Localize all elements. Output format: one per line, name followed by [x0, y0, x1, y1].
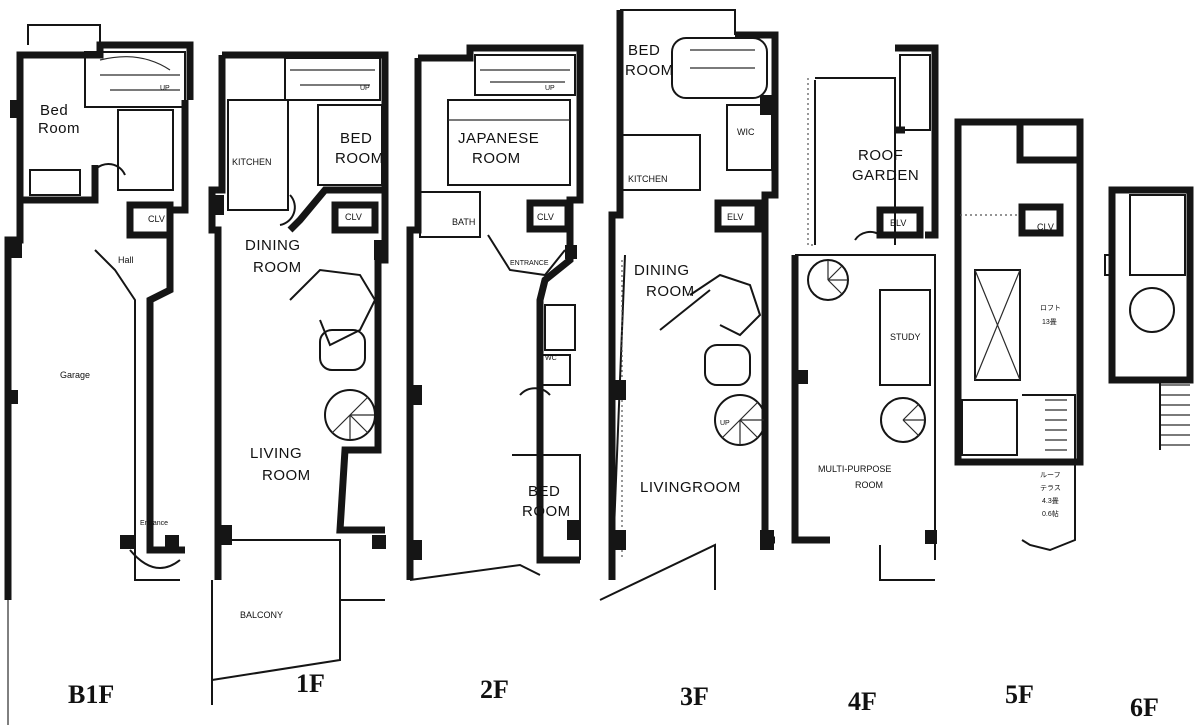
- 2f-bed-label: BED: [528, 483, 560, 500]
- floor-label-1f: 1F: [296, 669, 325, 698]
- b1f-garage-label: Garage: [60, 370, 90, 380]
- floor-5f: CLV ロフト 13畳 ルーフ テラス 4.3畳 0.6帖 5F: [954, 118, 1084, 709]
- 1f-living-room-label: ROOM: [262, 467, 311, 484]
- floor-label-4f: 4F: [848, 687, 877, 716]
- 2f-bed-room-label: ROOM: [522, 503, 571, 520]
- 1f-balcony-label: BALCONY: [240, 610, 283, 620]
- 3f-dining-label: DINING: [634, 262, 690, 279]
- floor-1f: KITCHEN BED ROOM CLV DINING ROOM LIVING …: [208, 51, 389, 705]
- floor-3f: BED ROOM WIC KITCHEN ELV DINING ROOM LIV…: [599, 9, 779, 711]
- floor-2f: JAPANESE ROOM BATH CLV ENTRANCE WC BED R…: [406, 44, 584, 704]
- floor-b1f: Bed Room CLV Hall Garage Entrance UP B1F: [4, 24, 194, 725]
- 3f-dining-room-label: ROOM: [646, 283, 695, 300]
- 3f-kitchen-label: KITCHEN: [628, 174, 668, 184]
- 5f-storage-label: ロフト: [1040, 304, 1061, 312]
- floor-label-2f: 2F: [480, 675, 509, 704]
- 2f-wc-label: WC: [545, 355, 557, 362]
- 4f-roof-label: ROOF: [858, 147, 903, 164]
- 2f-bath-label: BATH: [452, 217, 475, 227]
- 1f-living-label: LIVING: [250, 445, 302, 462]
- floor-label-3f: 3F: [680, 682, 709, 711]
- 3f-living-label: LIVINGROOM: [640, 479, 741, 496]
- b1f-room-label: Room: [38, 120, 80, 137]
- 2f-clv-label: CLV: [537, 212, 554, 222]
- 1f-dining-label: DINING: [245, 237, 301, 254]
- floor-label-6f: 6F: [1130, 693, 1159, 722]
- b1f-hall-label: Hall: [118, 255, 134, 265]
- 5f-terrace-size-label: 4.3畳: [1042, 497, 1059, 505]
- 3f-bed-room-label: ROOM: [625, 62, 674, 79]
- 2f-japanese-room-label: ROOM: [472, 150, 521, 167]
- 5f-terrace-label: ルーフ: [1040, 471, 1061, 479]
- 1f-clv-label: CLV: [345, 212, 362, 222]
- 2f-japanese-label: JAPANESE: [458, 130, 539, 147]
- 3f-wic-label: WIC: [737, 127, 755, 137]
- floor-4f: ROOF GARDEN ELV STUDY MULTI-PURPOSE ROOM…: [791, 44, 939, 716]
- floor-6f: 6F: [1104, 186, 1194, 722]
- 4f-multi-room-label: ROOM: [855, 480, 883, 490]
- b1f-entrance-label: Entrance: [140, 520, 168, 527]
- 1f-dining-room-label: ROOM: [253, 259, 302, 276]
- 3f-bed-label: BED: [628, 42, 660, 59]
- 1f-stair-label: UP: [360, 85, 370, 92]
- 4f-multi-label: MULTI-PURPOSE: [818, 464, 891, 474]
- b1f-bed-label: Bed: [40, 102, 68, 119]
- b1f-stair-label: UP: [160, 85, 170, 92]
- 5f-clv-label: CLV: [1037, 222, 1054, 232]
- 2f-entrance-label: ENTRANCE: [510, 260, 549, 267]
- 3f-elv-label: ELV: [727, 212, 743, 222]
- b1f-clv-label: CLV: [148, 214, 165, 224]
- floor-label-b1f: B1F: [68, 680, 114, 709]
- 1f-kitchen-label: KITCHEN: [232, 157, 272, 167]
- 5f-terrace-size-label-2: 0.6帖: [1042, 509, 1059, 518]
- 4f-study-label: STUDY: [890, 332, 921, 342]
- 4f-elv-label: ELV: [890, 218, 906, 228]
- floor-label-5f: 5F: [1005, 680, 1034, 709]
- 5f-storage-size-label: 13畳: [1042, 318, 1057, 326]
- 4f-garden-label: GARDEN: [852, 167, 919, 184]
- 3f-stair-label: UP: [720, 420, 730, 427]
- 2f-stair-label: UP: [545, 85, 555, 92]
- 1f-bed-room-label: ROOM: [335, 150, 384, 167]
- 5f-terrace-label-2: テラス: [1040, 484, 1061, 492]
- 1f-bed-label: BED: [340, 130, 372, 147]
